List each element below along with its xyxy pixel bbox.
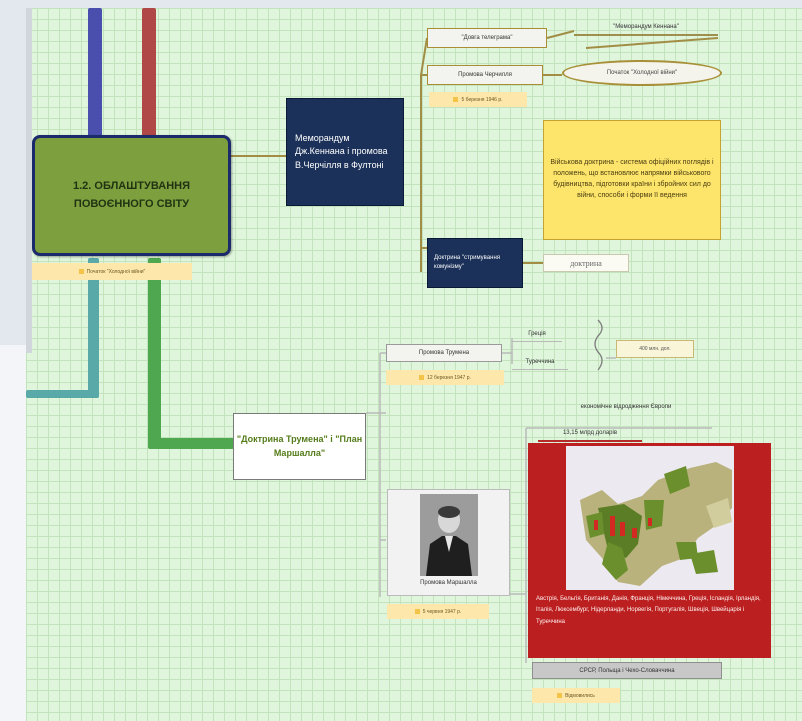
billions-label: 13,15 млрд доларів bbox=[562, 430, 618, 436]
doctrine-note-text: Військова доктрина - система офіційних п… bbox=[550, 159, 714, 199]
branch-blue bbox=[88, 8, 102, 138]
central-topic-label: 1.2. ОБЛАШТУВАННЯ ПОВОЄННОГО СВІТУ bbox=[72, 180, 190, 210]
tag-icon bbox=[453, 97, 459, 102]
recovery-label: економічне відродження Європи bbox=[580, 404, 672, 410]
truman-speech-label: Промова Трумена bbox=[418, 350, 470, 356]
doctrine-note[interactable]: Військова доктрина - система офіційних п… bbox=[543, 120, 721, 240]
amount-node[interactable]: 400 млн. дол. bbox=[616, 340, 694, 358]
tag-icon bbox=[419, 375, 425, 380]
kennan-memo-label: "Меморандум Кеннана" bbox=[613, 24, 679, 30]
europe-map bbox=[565, 446, 734, 590]
tag-icon bbox=[414, 609, 420, 614]
truman-speech-node[interactable]: Промова Трумена bbox=[386, 344, 502, 362]
central-topic[interactable]: 1.2. ОБЛАШТУВАННЯ ПОВОЄННОГО СВІТУ bbox=[32, 135, 231, 256]
telegram-node[interactable]: "Довга телеграма" bbox=[427, 28, 547, 48]
telegram-label: "Довга телеграма" bbox=[461, 35, 513, 41]
refused-tag-label: Відмовились bbox=[565, 692, 595, 699]
churchill-speech-node[interactable]: Промова Черчилля bbox=[427, 65, 543, 85]
kennan-memo-node[interactable]: "Меморандум Кеннана" bbox=[574, 20, 718, 36]
doctrine-label: Доктрина "стримування комунізму" bbox=[434, 255, 501, 270]
tag-icon bbox=[557, 693, 563, 698]
churchill-date-label: 5 березня 1946 р. bbox=[461, 96, 503, 103]
doctrine-node[interactable]: Доктрина "стримування комунізму" bbox=[427, 238, 523, 288]
amount-label: 400 млн. дол. bbox=[639, 346, 671, 352]
recovery-node[interactable]: економічне відродження Європи bbox=[536, 400, 716, 414]
mindmap-canvas[interactable]: 1.2. ОБЛАШТУВАННЯ ПОВОЄННОГО СВІТУ Почат… bbox=[26, 8, 802, 721]
branch-teal-vertical bbox=[88, 258, 99, 398]
refused-tag: Відмовились bbox=[532, 688, 620, 703]
turkey-label: Туреччина bbox=[525, 358, 555, 365]
left-grey-strip bbox=[26, 8, 32, 353]
connector-lines bbox=[230, 30, 719, 663]
churchill-speech-label: Промова Черчилля bbox=[458, 72, 512, 78]
truman-marshall-label: "Доктрина Трумена" і "План Маршалла" bbox=[236, 434, 363, 458]
tag-icon bbox=[78, 269, 84, 274]
doctrine-word-label: доктрина bbox=[570, 258, 602, 268]
countries-text: Австрія, Бельгія, Британія, Данія, Франц… bbox=[536, 596, 761, 625]
branch-red bbox=[142, 8, 156, 138]
central-tag-label: Початок "Холодної війни" bbox=[86, 268, 146, 275]
turkey-node[interactable]: Туреччина bbox=[512, 354, 568, 370]
greece-label: Греція bbox=[528, 330, 546, 337]
marshall-portrait bbox=[419, 494, 478, 576]
marshall-speech-node[interactable]: Промова Маршалла bbox=[387, 489, 510, 596]
marshall-date-tag: 5 червня 1947 р. bbox=[387, 604, 489, 619]
doctrine-word-node[interactable]: доктрина bbox=[543, 254, 629, 272]
branch-green-vertical bbox=[148, 258, 161, 448]
refused-node[interactable]: СРСР, Польща і Чехо-Словаччина bbox=[532, 662, 722, 679]
central-tag: Початок "Холодної війни" bbox=[32, 263, 192, 280]
truman-marshall-node[interactable]: "Доктрина Трумена" і "План Маршалла" bbox=[233, 413, 366, 480]
memorandum-label: Меморандум Дж.Кеннана і промова В.Черчіл… bbox=[295, 133, 388, 170]
churchill-date-tag: 5 березня 1946 р. bbox=[429, 92, 527, 107]
marshall-date-label: 5 червня 1947 р. bbox=[422, 608, 462, 615]
cold-war-start-node[interactable]: Початок "Холодної війни" bbox=[562, 60, 722, 86]
truman-date-tag: 12 березня 1947 р. bbox=[386, 370, 504, 385]
marshall-caption: Промова Маршалла bbox=[420, 580, 477, 586]
refused-label: СРСР, Польща і Чехо-Словаччина bbox=[579, 667, 675, 674]
billions-node[interactable]: 13,15 млрд доларів bbox=[538, 426, 642, 442]
truman-date-label: 12 березня 1947 р. bbox=[427, 374, 471, 381]
branch-green-horizontal bbox=[148, 438, 234, 449]
branch-teal-horizontal bbox=[26, 390, 99, 398]
marshall-plan-countries[interactable]: Австрія, Бельгія, Британія, Данія, Франц… bbox=[528, 443, 771, 658]
cold-war-start-label: Початок "Холодної війни" bbox=[606, 70, 678, 76]
greece-node[interactable]: Греція bbox=[512, 326, 562, 342]
memorandum-node[interactable]: Меморандум Дж.Кеннана і промова В.Черчіл… bbox=[286, 98, 404, 206]
left-white-panel bbox=[0, 345, 26, 721]
